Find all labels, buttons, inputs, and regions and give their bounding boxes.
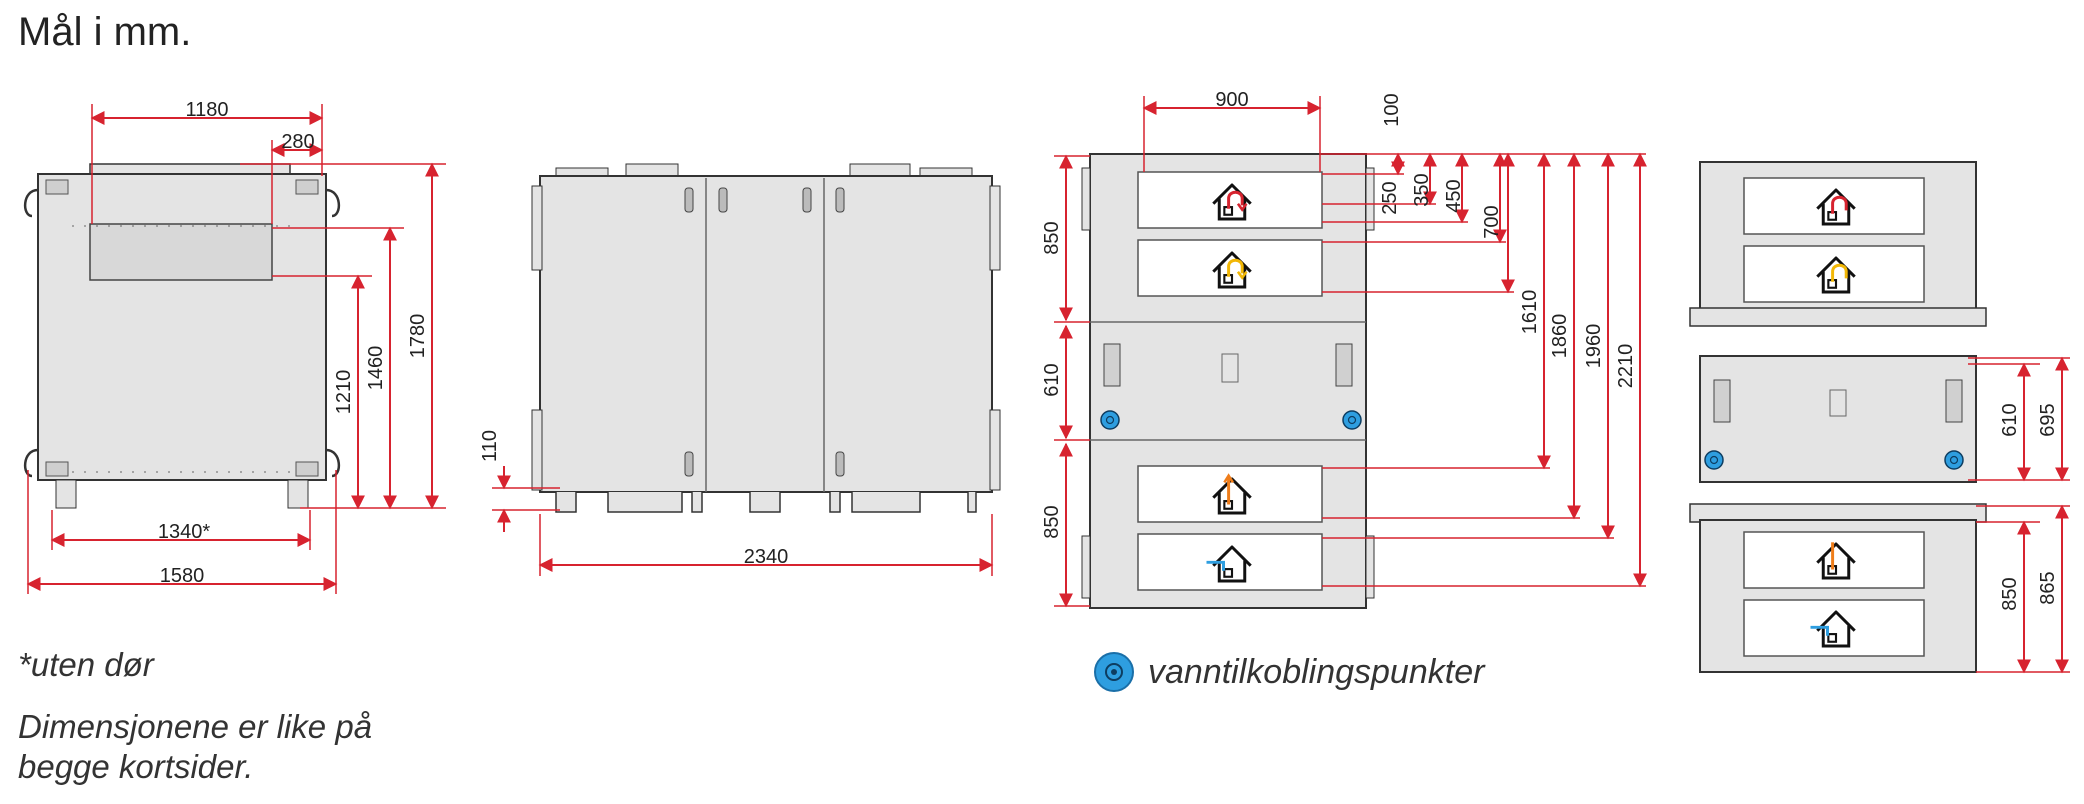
offset-450: 450	[1443, 179, 1465, 212]
top-view: 900 850 610 850	[1041, 89, 1647, 609]
front-height-1: 1210	[333, 370, 355, 415]
front-width-total: 1580	[160, 565, 205, 587]
exhaust-air-icon	[1211, 473, 1253, 515]
offset-2210: 2210	[1615, 344, 1637, 389]
note-without-door: *uten dør	[18, 646, 154, 683]
side-view: 110 2340	[479, 163, 1001, 576]
front-height-3: 1780	[407, 314, 429, 359]
water-point-icon	[1704, 450, 1724, 470]
duct-width: 900	[1215, 89, 1248, 111]
offset-700: 700	[1481, 205, 1503, 238]
extract-air-icon	[1211, 183, 1253, 221]
legend-label: vanntilkoblingspunkter	[1148, 652, 1485, 691]
section-top-height: 850	[1041, 221, 1063, 254]
module-middle: 610 695	[1699, 355, 2070, 483]
page-title: Mål i mm.	[18, 10, 192, 54]
water-point-icon	[1342, 410, 1362, 430]
offset-1960: 1960	[1583, 324, 1605, 369]
side-length: 2340	[744, 546, 789, 568]
module-bottom: 850 865	[1689, 503, 2070, 674]
offset-250: 250	[1379, 181, 1401, 214]
side-foot-height: 110	[479, 430, 501, 462]
note-same-dimensions: Dimensjonene er like på begge kortsider.	[18, 708, 373, 785]
extract-air-icon	[1815, 188, 1857, 226]
module-bottom-height-1: 850	[1999, 577, 2021, 610]
offset-100: 100	[1381, 93, 1403, 126]
module-middle-height-1: 610	[1999, 403, 2021, 436]
module-bottom-height-2: 865	[2037, 571, 2059, 604]
exhaust-air-icon	[1815, 542, 1857, 580]
front-height-2: 1460	[365, 346, 387, 391]
section-bottom-height: 850	[1041, 505, 1063, 538]
water-connection-point-icon	[1094, 652, 1134, 692]
supply-air-icon	[1815, 256, 1857, 294]
offset-1860: 1860	[1549, 314, 1571, 359]
front-width-no-door: 1340*	[158, 521, 210, 543]
outdoor-air-icon	[1810, 610, 1857, 648]
water-point-icon	[1944, 450, 1964, 470]
legend: vanntilkoblingspunkter	[1092, 650, 1484, 694]
module-top	[1689, 161, 1987, 327]
front-width-inner: 280	[281, 131, 314, 153]
water-point-icon	[1100, 410, 1120, 430]
front-width-top: 1180	[185, 99, 228, 121]
outdoor-air-icon	[1206, 545, 1253, 583]
front-view: 1180 280 1340* 1580 1210 1460 1780	[24, 99, 446, 594]
module-middle-height-2: 695	[2037, 403, 2059, 436]
supply-air-icon	[1211, 251, 1253, 289]
offset-1610: 1610	[1519, 290, 1541, 335]
section-middle-height: 610	[1041, 363, 1063, 396]
offset-350: 350	[1411, 173, 1433, 206]
